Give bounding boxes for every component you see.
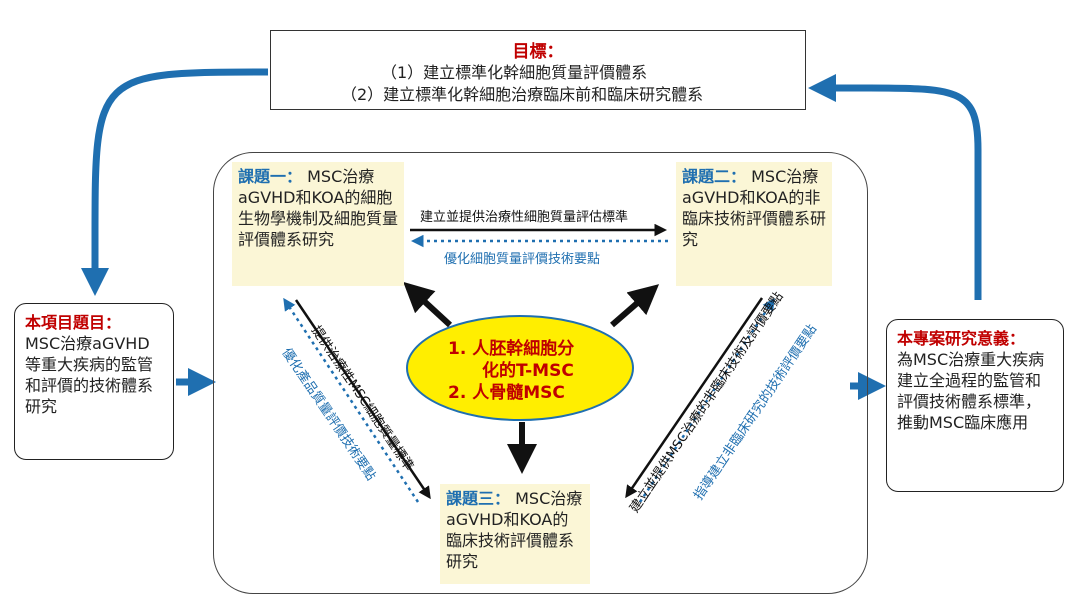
goal-box: 目標： （1）建立標準化幹細胞質量評價體系 （2）建立標準化幹細胞治療臨床前和臨… [270,30,806,110]
center-label: 1. 人胚幹細胞分 化的T-MSC 2. 人骨髓MSC [408,338,632,404]
topic2-to-topic3-arrow [625,297,764,499]
topic3-to-topic2-arrow [638,297,775,503]
goal-line-2: （2）建立標準化幹細胞治療臨床前和臨床研究體系 [341,85,704,104]
research-frame [213,152,868,594]
topic3-box: 課題三： MSC治療aGVHD和KOA的臨床技術評價體系研究 [440,484,590,584]
project-title: 本項目題目： [25,313,122,332]
topic2-box: 課題二： MSC治療aGVHD和KOA的非臨床技術評價體系研究 [676,162,832,286]
topic3-title: 課題三： [446,489,511,508]
topic2-body: MSC治療aGVHD和KOA的非臨床技術評價體系研究 [682,167,827,249]
label-t2-to-t1: 優化細胞質量評價技術要點 [444,252,601,267]
topic1-to-topic3-arrow [294,299,431,500]
center-line-3: 2. 人骨髓MSC [448,383,565,403]
topic3-body: MSC治療aGVHD和KOA的臨床技術評價體系研究 [446,489,583,571]
significance-to-goal-arrow [808,74,982,300]
significance-title: 本專案研究意義： [897,329,1026,348]
topic2-title: 課題二： [682,167,747,186]
significance-box: 本專案研究意義： 為MSC治療重大疾病建立全過程的監管和評價技術體系標準，推動M… [886,319,1064,492]
topic1-title: 課題一： [238,167,303,186]
topic1-body: MSC治療aGVHD和KOA的細胞生物學機制及細胞質量評價體系研究 [238,167,399,249]
significance-body: 為MSC治療重大疾病建立全過程的監管和評價技術體系標準，推動MSC臨床應用 [897,350,1045,432]
center-to-topic1-arrow [403,281,453,328]
label-t1-to-t2: 建立並提供治療性細胞質量評估標準 [420,210,629,225]
center-line-2: 化的T-MSC [482,361,574,381]
center-to-topic2-arrow [610,284,660,328]
goal-title: 目標： [512,42,564,62]
topic1-box: 課題一： MSC治療aGVHD和KOA的細胞生物學機制及細胞質量評價體系研究 [232,162,404,286]
topic3-to-topic1-arrow [283,297,420,503]
goal-to-project-arrow [81,68,269,296]
project-box: 本項目題目： MSC治療aGVHD等重大疾病的監管和評價的技術體系研究 [14,303,174,460]
center-ellipse [406,315,634,421]
project-body: MSC治療aGVHD等重大疾病的監管和評價的技術體系研究 [25,334,154,416]
goal-line-1: （1）建立標準化幹細胞質量評價體系 [381,63,648,82]
center-line-1: 1. 人胚幹細胞分 [448,339,575,359]
